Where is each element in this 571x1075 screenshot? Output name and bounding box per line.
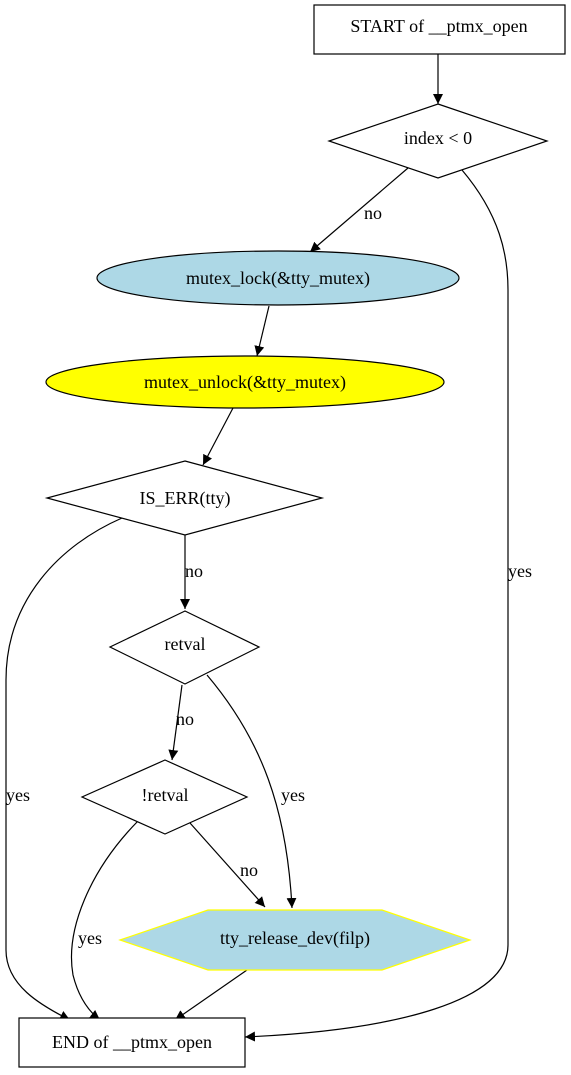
edge-label-index-yes: yes [508, 561, 532, 581]
edge-notretval-yes [70, 820, 139, 1021]
node-mutex-unlock-label: mutex_unlock(&tty_mutex) [144, 372, 346, 393]
node-end: END of __ptmx_open [18, 1017, 246, 1068]
node-tty-release-label: tty_release_dev(filp) [220, 928, 370, 949]
node-start: START of __ptmx_open [313, 4, 566, 55]
node-is-err-label: IS_ERR(tty) [139, 488, 230, 509]
edge-retval-no [168, 684, 183, 761]
edge-label-notretval-no: no [240, 860, 258, 880]
edge-index-no [309, 167, 409, 253]
edge-label-notretval-yes: yes [78, 928, 102, 948]
node-tty-release: tty_release_dev(filp) [118, 909, 472, 971]
edge-label-iserr-yes: yes [6, 785, 30, 805]
edge-lock-to-unlock [254, 305, 270, 357]
node-not-retval-label: !retval [142, 785, 189, 805]
node-is-err: IS_ERR(tty) [44, 460, 325, 536]
node-index-check: index < 0 [327, 103, 549, 179]
node-mutex-lock-label: mutex_lock(&tty_mutex) [186, 268, 370, 289]
edge-label-retval-no: no [176, 709, 194, 729]
node-retval-label: retval [165, 634, 206, 654]
edge-retval-yes [206, 674, 297, 909]
node-retval: retval [108, 610, 261, 685]
edge-label-retval-yes: yes [281, 785, 305, 805]
edge-release-to-end [174, 969, 248, 1021]
edge-index-yes [244, 169, 509, 1042]
node-index-check-label: index < 0 [404, 128, 472, 148]
node-start-label: START of __ptmx_open [350, 16, 527, 36]
edge-label-index-no: no [364, 203, 382, 223]
node-mutex-lock: mutex_lock(&tty_mutex) [96, 250, 460, 306]
node-mutex-unlock: mutex_unlock(&tty_mutex) [45, 355, 445, 409]
edge-iserr-yes [5, 517, 123, 1021]
edge-unlock-to-iserr [202, 407, 234, 466]
node-not-retval: !retval [80, 759, 249, 835]
node-end-label: END of __ptmx_open [52, 1032, 212, 1052]
edge-label-iserr-no: no [185, 561, 203, 581]
edge-notretval-no [189, 822, 266, 908]
